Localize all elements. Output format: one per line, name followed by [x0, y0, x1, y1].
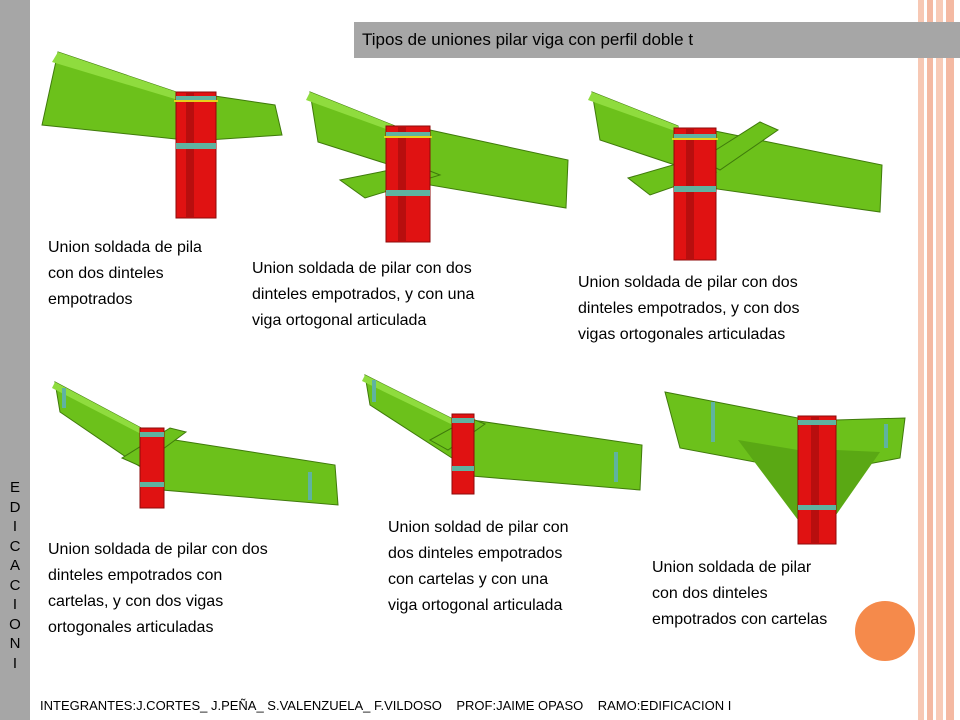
vertical-letter: A: [9, 557, 20, 574]
caption-6: Union soldada de pilar con dos dinteles …: [652, 555, 827, 633]
caption-2: Union soldada de pilar con dos dinteles …: [252, 256, 474, 334]
title-bar: Tipos de uniones pilar viga con perfil d…: [354, 22, 960, 58]
caption-line: empotrados con cartelas: [652, 611, 828, 628]
joint-figure-5: [362, 374, 643, 495]
caption-line: con dos dinteles: [48, 265, 164, 282]
accent-circle: [855, 601, 915, 661]
caption-line: con cartelas y con una: [388, 571, 549, 588]
joint-figure-4: [52, 381, 339, 509]
caption-line: viga ortogonal articulada: [252, 312, 427, 329]
decorative-stripes: [916, 0, 960, 720]
caption-line: Union soldada de pilar con dos: [48, 541, 268, 558]
vertical-letter: D: [9, 498, 21, 516]
caption-line: Union soldada de pilar: [652, 559, 812, 576]
caption-3: Union soldada de pilar con dos dinteles …: [578, 270, 799, 348]
page-title: Tipos de uniones pilar viga con perfil d…: [362, 30, 694, 49]
caption-line: dinteles empotrados, y con dos: [578, 300, 800, 317]
joint-figure-6: [664, 391, 906, 545]
caption-5: Union soldad de pilar con dos dinteles e…: [388, 515, 569, 619]
joint-figure-2: [306, 91, 569, 243]
caption-line: Union soldada de pilar con dos: [578, 274, 798, 291]
caption-line: con dos dinteles: [652, 585, 768, 602]
caption-1: Union soldada de pila con dos dinteles e…: [48, 235, 202, 313]
joint-figure-1: [41, 51, 283, 219]
footer-credits: INTEGRANTES:J.CORTES_ J.PEÑA_ S.VALENZUE…: [40, 698, 732, 713]
vertical-letter: O: [9, 615, 21, 633]
caption-line: dos dinteles empotrados: [388, 545, 563, 562]
caption-line: Union soldad de pilar con: [388, 519, 569, 536]
vertical-letter: C: [9, 537, 21, 555]
caption-line: empotrados: [48, 291, 133, 308]
vertical-letter: E: [9, 479, 20, 496]
caption-line: ortogonales articuladas: [48, 619, 214, 636]
vertical-letter: N: [9, 635, 21, 652]
caption-line: vigas ortogonales articuladas: [578, 326, 786, 343]
caption-line: dinteles empotrados, y con una: [252, 286, 475, 303]
caption-line: Union soldada de pilar con dos: [252, 260, 472, 277]
caption-line: Union soldada de pila: [48, 239, 202, 256]
left-sidebar: [0, 0, 30, 720]
joint-figure-3: [588, 91, 883, 261]
vertical-letter: I: [12, 518, 18, 535]
vertical-letter: I: [12, 596, 18, 613]
vertical-letter: I: [12, 654, 18, 672]
caption-line: dinteles empotrados con: [48, 567, 223, 584]
vertical-label: E D I C A C I O N I: [2, 478, 28, 673]
vertical-letter: C: [9, 576, 21, 594]
caption-line: cartelas, y con dos vigas: [48, 593, 224, 610]
caption-4: Union soldada de pilar con dos dinteles …: [48, 537, 268, 641]
caption-line: viga ortogonal articulada: [388, 597, 563, 614]
